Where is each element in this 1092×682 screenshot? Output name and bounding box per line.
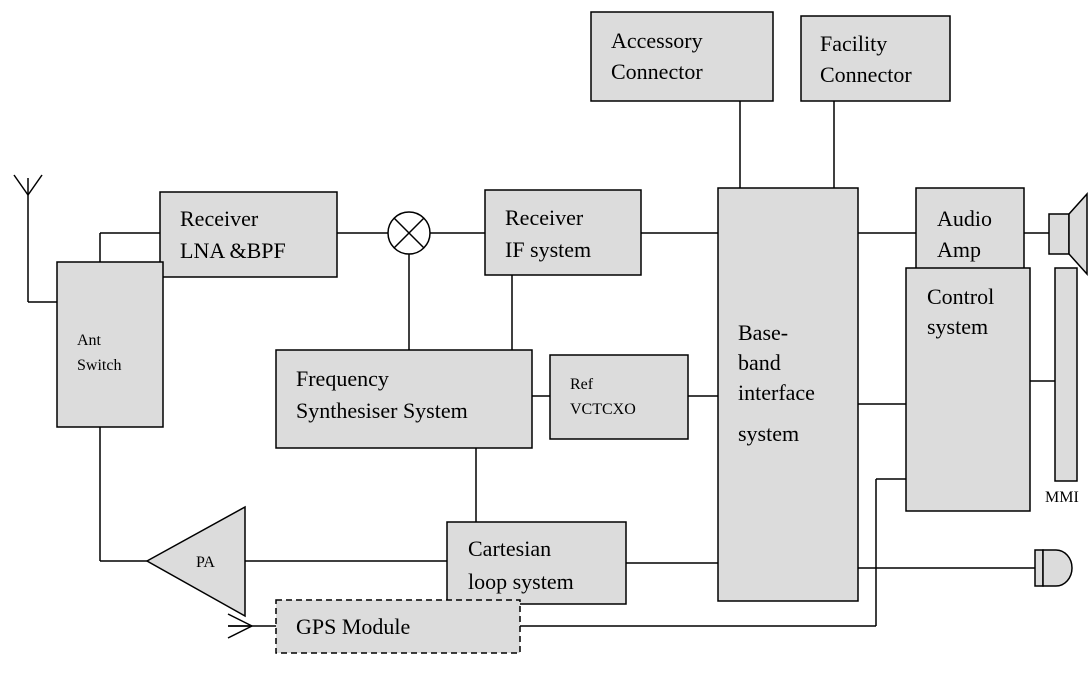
- control-system-line1: Control: [927, 284, 994, 309]
- ant-switch-line1: Ant: [77, 332, 102, 349]
- mixer-icon: [387, 211, 431, 255]
- speaker-icon: [1048, 192, 1088, 276]
- mmi-label: MMI: [1045, 489, 1079, 506]
- control-system-block: Control system: [905, 267, 1031, 512]
- baseband-line2: band: [738, 350, 781, 375]
- ref-vctcxo-line2: VCTCXO: [570, 401, 636, 418]
- baseband-interface-block: Base- band interface system: [717, 187, 859, 602]
- ref-vctcxo-line1: Ref: [570, 376, 594, 393]
- facility-connector-block: Facility Connector: [800, 15, 951, 102]
- receiver-lna-line2: LNA &BPF: [180, 238, 286, 263]
- gps-module-block: GPS Module: [275, 599, 521, 654]
- cartesian-loop-block: Cartesian loop system: [446, 521, 627, 605]
- cartesian-loop-line2: loop system: [468, 569, 574, 594]
- control-system-line2: system: [927, 314, 988, 339]
- receiver-if-line1: Receiver: [505, 205, 584, 230]
- accessory-connector-line2: Connector: [611, 59, 703, 84]
- ant-switch-line2: Switch: [77, 357, 121, 374]
- ref-vctcxo-block: Ref VCTCXO: [549, 354, 689, 440]
- gps-antenna-icon: [227, 613, 253, 639]
- pa-block: PA: [145, 505, 246, 618]
- baseband-line1: Base-: [738, 320, 788, 345]
- connections: [27, 101, 1055, 627]
- baseband-line3: interface: [738, 380, 815, 405]
- accessory-connector-block: Accessory Connector: [590, 11, 774, 102]
- mmi-block: MMI: [1045, 267, 1079, 506]
- cartesian-loop-line1: Cartesian: [468, 536, 551, 561]
- audio-amp-line1: Audio: [937, 206, 992, 231]
- main-antenna-icon: [13, 174, 43, 196]
- pa-label: PA: [196, 554, 215, 571]
- facility-connector-line2: Connector: [820, 62, 912, 87]
- frequency-synthesiser-block: Frequency Synthesiser System: [275, 349, 533, 449]
- facility-connector-line1: Facility: [820, 31, 887, 56]
- baseband-line4: system: [738, 421, 799, 446]
- receiver-if-line2: IF system: [505, 237, 591, 262]
- audio-amp-line2: Amp: [937, 237, 981, 262]
- microphone-icon: [1034, 549, 1073, 587]
- ant-switch-block: Ant Switch: [56, 261, 164, 428]
- receiver-if-block: Receiver IF system: [484, 189, 642, 276]
- gps-module-label: GPS Module: [296, 614, 410, 639]
- accessory-connector-line1: Accessory: [611, 28, 703, 53]
- frequency-synthesiser-line2: Synthesiser System: [296, 398, 468, 423]
- receiver-lna-block: Receiver LNA &BPF: [159, 191, 338, 278]
- receiver-lna-line1: Receiver: [180, 206, 259, 231]
- frequency-synthesiser-line1: Frequency: [296, 366, 389, 391]
